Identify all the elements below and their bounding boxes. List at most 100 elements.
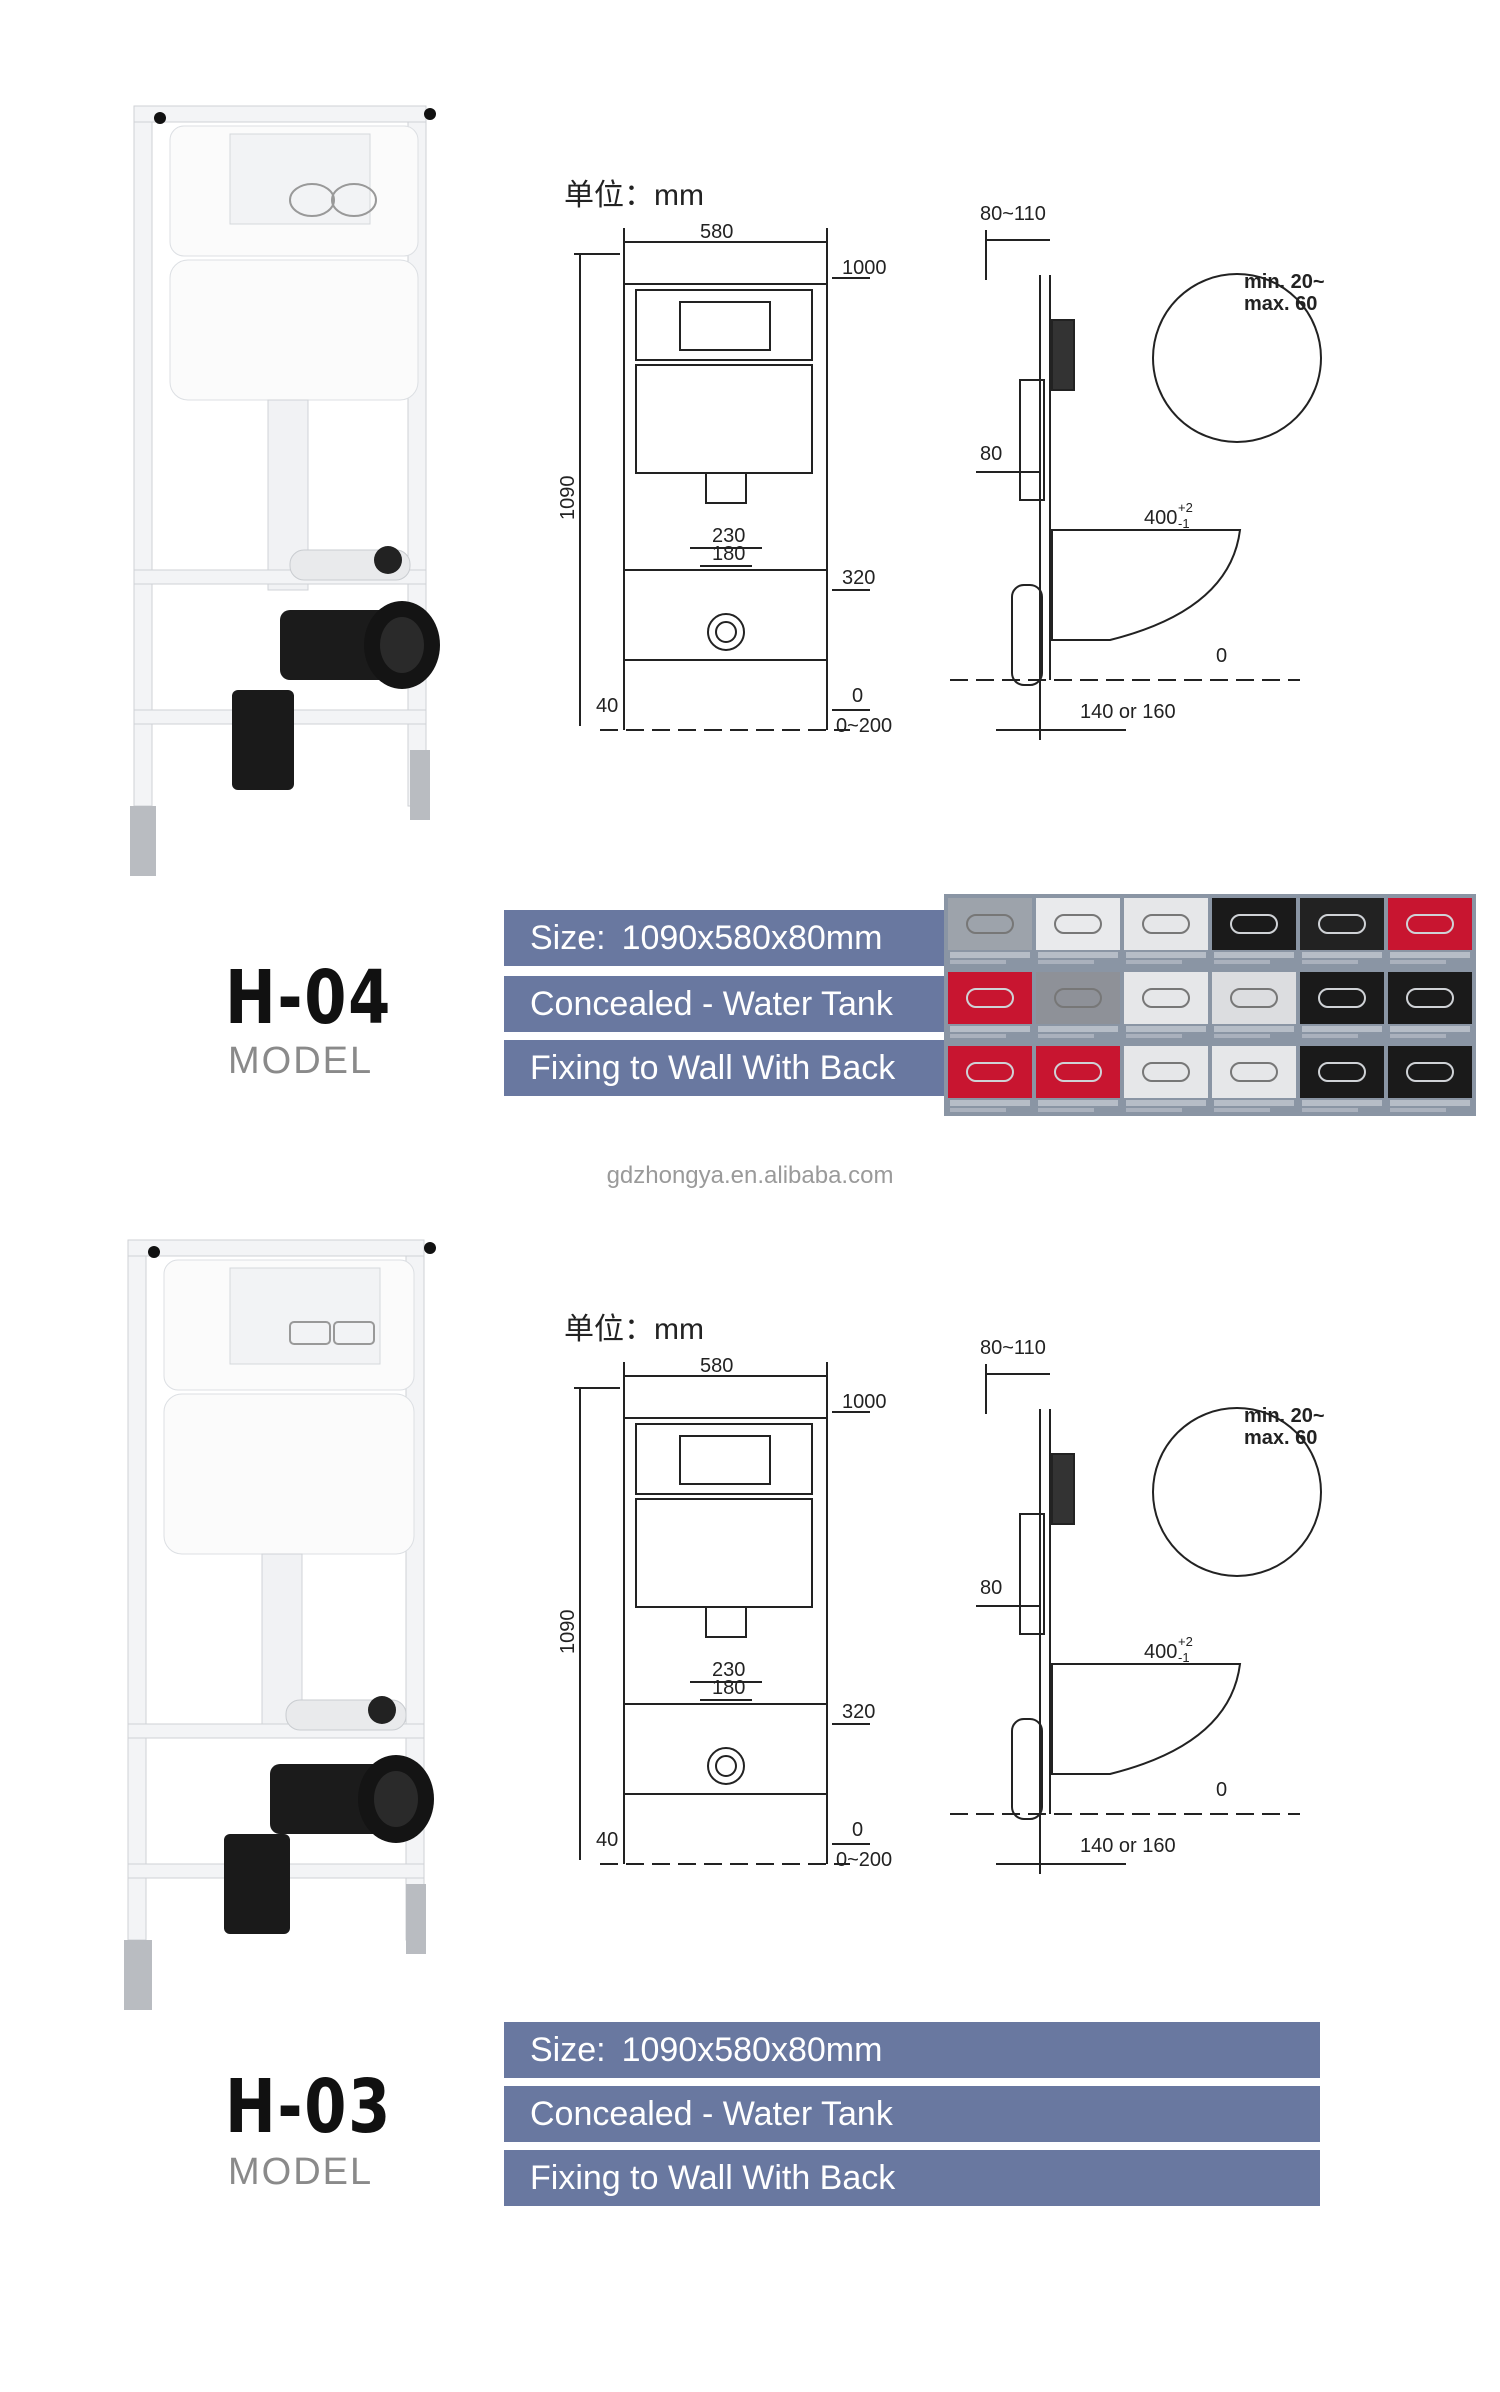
spec-value: 1090x580x80mm [621,2031,883,2069]
swatch-tile [1124,898,1208,950]
dim-height: 1090 [557,1610,579,1655]
spec-bar-fixing: Fixing to Wall With Back [504,2150,1320,2206]
swatch-button-shape [1230,988,1278,1008]
swatch-button-shape [1318,1062,1366,1082]
technical-drawing: 580 1090 1000 230 180 320 40 0 0~200 80~… [557,203,1325,740]
swatch-tile [1212,1046,1296,1098]
swatch-caption [1038,1108,1094,1112]
side-dim-0: 0 [1216,1779,1227,1801]
swatch-caption [1302,952,1382,958]
swatch-button-shape [966,1062,1014,1082]
flush-plate-swatch [946,1044,1034,1116]
swatch-caption [1390,1108,1446,1112]
dim-40: 40 [596,695,618,717]
spec-bar-size: Size:1090x580x80mm [504,2022,1320,2078]
dim-height: 1090 [557,476,579,521]
unit-label: 单位：mm [564,179,704,212]
swatch-caption [950,1108,1006,1112]
installation-frame-photo [120,90,470,890]
swatch-caption [950,1026,1030,1032]
swatch-button-shape [1318,988,1366,1008]
swatch-tile [1124,972,1208,1024]
detail-min: min. 20~ [1244,1405,1325,1427]
swatch-button-shape [1406,914,1454,934]
swatch-caption [1214,1108,1270,1112]
spec-bar-fixing: Fixing to Wall With Back [504,1040,944,1096]
detail-max: max. 60 [1244,293,1317,315]
swatch-caption [1126,1108,1182,1112]
dim-0: 0 [852,1819,863,1841]
side-dim-400: 400 [1144,507,1177,529]
spec-bar-tank: Concealed - Water Tank [504,976,944,1032]
side-dim-400-sub: -1 [1178,516,1190,531]
dim-230: 230 [712,525,745,547]
swatch-tile [948,898,1032,950]
side-dim-400-sup: +2 [1178,1634,1193,1649]
dim-180: 180 [712,543,745,565]
swatch-tile [948,1046,1032,1098]
swatch-button-shape [1054,988,1102,1008]
flush-plate-swatch [1034,1044,1122,1116]
side-dim-140: 140 or 160 [1080,1835,1176,1857]
swatch-button-shape [966,914,1014,934]
flush-plate-swatch [1210,1044,1298,1116]
swatch-button-shape [1318,914,1366,934]
flush-plate-swatch [1298,896,1386,968]
dim-top-right: 1000 [842,1391,887,1413]
flush-plate-swatch [1298,1044,1386,1116]
dim-width: 580 [700,1355,733,1377]
swatch-caption [950,952,1030,958]
dim-320: 320 [842,567,875,589]
flush-plate-swatch [1298,970,1386,1042]
side-dim-0: 0 [1216,645,1227,667]
swatch-caption [1214,1100,1294,1106]
swatch-caption [1390,1026,1470,1032]
side-dim-top: 80~110 [980,1337,1046,1359]
unit-label: 单位：mm [564,1313,704,1346]
spec-bar-size: Size:1090x580x80mm [504,910,944,966]
swatch-button-shape [966,988,1014,1008]
model-code: H-03 [225,2064,392,2150]
dim-0-200: 0~200 [836,1849,892,1871]
swatch-caption [950,1100,1030,1106]
swatch-tile [1300,1046,1384,1098]
installation-frame-photo [120,1224,470,2024]
swatch-button-shape [1054,1062,1102,1082]
model-code: H-04 [225,955,392,1041]
swatch-caption [1302,1108,1358,1112]
spec-value: Fixing to Wall With Back [530,1049,896,1087]
model-label: MODEL [228,1040,374,1082]
swatch-button-shape [1230,914,1278,934]
swatch-caption [1390,1034,1446,1038]
swatch-caption [1038,1034,1094,1038]
swatch-caption [1038,1026,1118,1032]
side-dim-140: 140 or 160 [1080,701,1176,723]
swatch-caption [1038,952,1118,958]
product-section-h04: 单位：mm [0,0,1500,1130]
flush-plate-swatch [1122,970,1210,1042]
swatch-caption [950,960,1006,964]
swatch-caption [1038,960,1094,964]
dim-0: 0 [852,685,863,707]
side-dim-400-sub: -1 [1178,1650,1190,1665]
flush-plate-swatch [1210,896,1298,968]
swatch-caption [1126,952,1206,958]
swatch-button-shape [1406,1062,1454,1082]
swatch-caption [1214,960,1270,964]
dim-180: 180 [712,1677,745,1699]
swatch-tile [1388,1046,1472,1098]
dim-320: 320 [842,1701,875,1723]
dim-230: 230 [712,1659,745,1681]
swatch-tile [1388,972,1472,1024]
side-dim-400: 400 [1144,1641,1177,1663]
swatch-tile [1036,1046,1120,1098]
swatch-caption [1302,1026,1382,1032]
swatch-button-shape [1142,988,1190,1008]
swatch-caption [1214,1034,1270,1038]
swatch-tile [1124,1046,1208,1098]
swatch-caption [1390,960,1446,964]
dim-40: 40 [596,1829,618,1851]
model-label: MODEL [228,2151,374,2193]
swatch-caption [1126,1026,1206,1032]
swatch-button-shape [1054,914,1102,934]
